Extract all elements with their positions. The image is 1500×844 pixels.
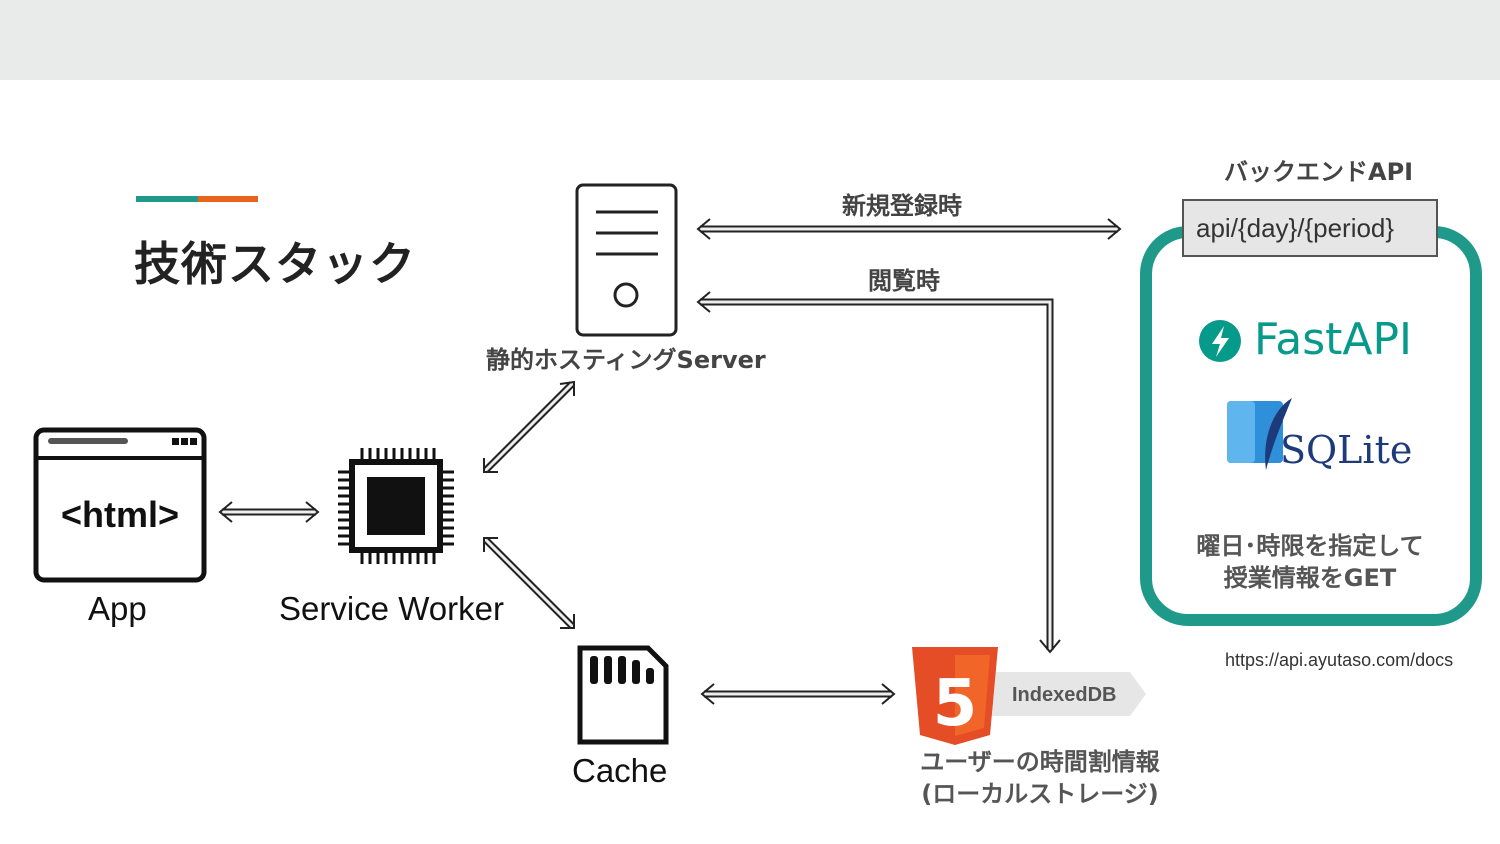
backend-description: 曜日･時限を指定して 授業情報をGET — [1150, 530, 1470, 594]
cache-label: Cache — [572, 752, 668, 789]
service-worker-label: Service Worker — [279, 590, 504, 627]
edge-browse — [696, 291, 1061, 654]
edge-server-backend — [696, 218, 1122, 240]
edge-sw-cache — [483, 537, 575, 629]
backend-desc-line2: 授業情報をGET — [1223, 564, 1397, 592]
server-icon — [575, 183, 678, 337]
edge-label-register: 新規登録時 — [842, 192, 962, 220]
html5-icon: 5 — [912, 647, 998, 745]
app-label: App — [88, 590, 147, 627]
edge-app-sw — [218, 501, 320, 523]
app-html-label: <html> — [61, 494, 179, 535]
docs-link[interactable]: https://api.ayutaso.com/docs — [1225, 650, 1454, 670]
chip-icon — [338, 448, 454, 564]
browser-window-icon — [33, 427, 207, 583]
indexeddb-label: IndexedDB — [1012, 684, 1117, 706]
sqlite-label: SQLite — [1280, 428, 1413, 472]
endpoint-box: api/{day}/{period} — [1182, 199, 1438, 257]
edge-cache-indexeddb — [700, 683, 896, 705]
storage-description: ユーザーの時間割情報 (ローカルストレージ) — [890, 746, 1190, 810]
backend-desc-line1: 曜日･時限を指定して — [1196, 532, 1424, 560]
title-accent-teal — [136, 196, 198, 202]
storage-desc-line2: (ローカルストレージ) — [921, 780, 1159, 808]
fastapi-label: FastAPI — [1254, 314, 1413, 365]
edge-label-browse: 閲覧時 — [868, 267, 940, 295]
top-bar — [0, 0, 1500, 80]
edge-sw-server — [483, 380, 575, 473]
indexeddb-tag-icon — [980, 672, 1146, 716]
storage-desc-line1: ユーザーの時間割情報 — [920, 748, 1160, 776]
sd-card-icon — [577, 645, 669, 745]
static-server-label: 静的ホスティングServer — [486, 346, 766, 374]
backend-heading: バックエンドAPI — [1224, 158, 1414, 186]
sqlite-icon — [1227, 398, 1292, 470]
title-accent-orange — [198, 196, 258, 202]
fastapi-icon — [1199, 320, 1241, 362]
svg-text:5: 5 — [933, 667, 978, 741]
page-title: 技術スタック — [134, 237, 416, 291]
